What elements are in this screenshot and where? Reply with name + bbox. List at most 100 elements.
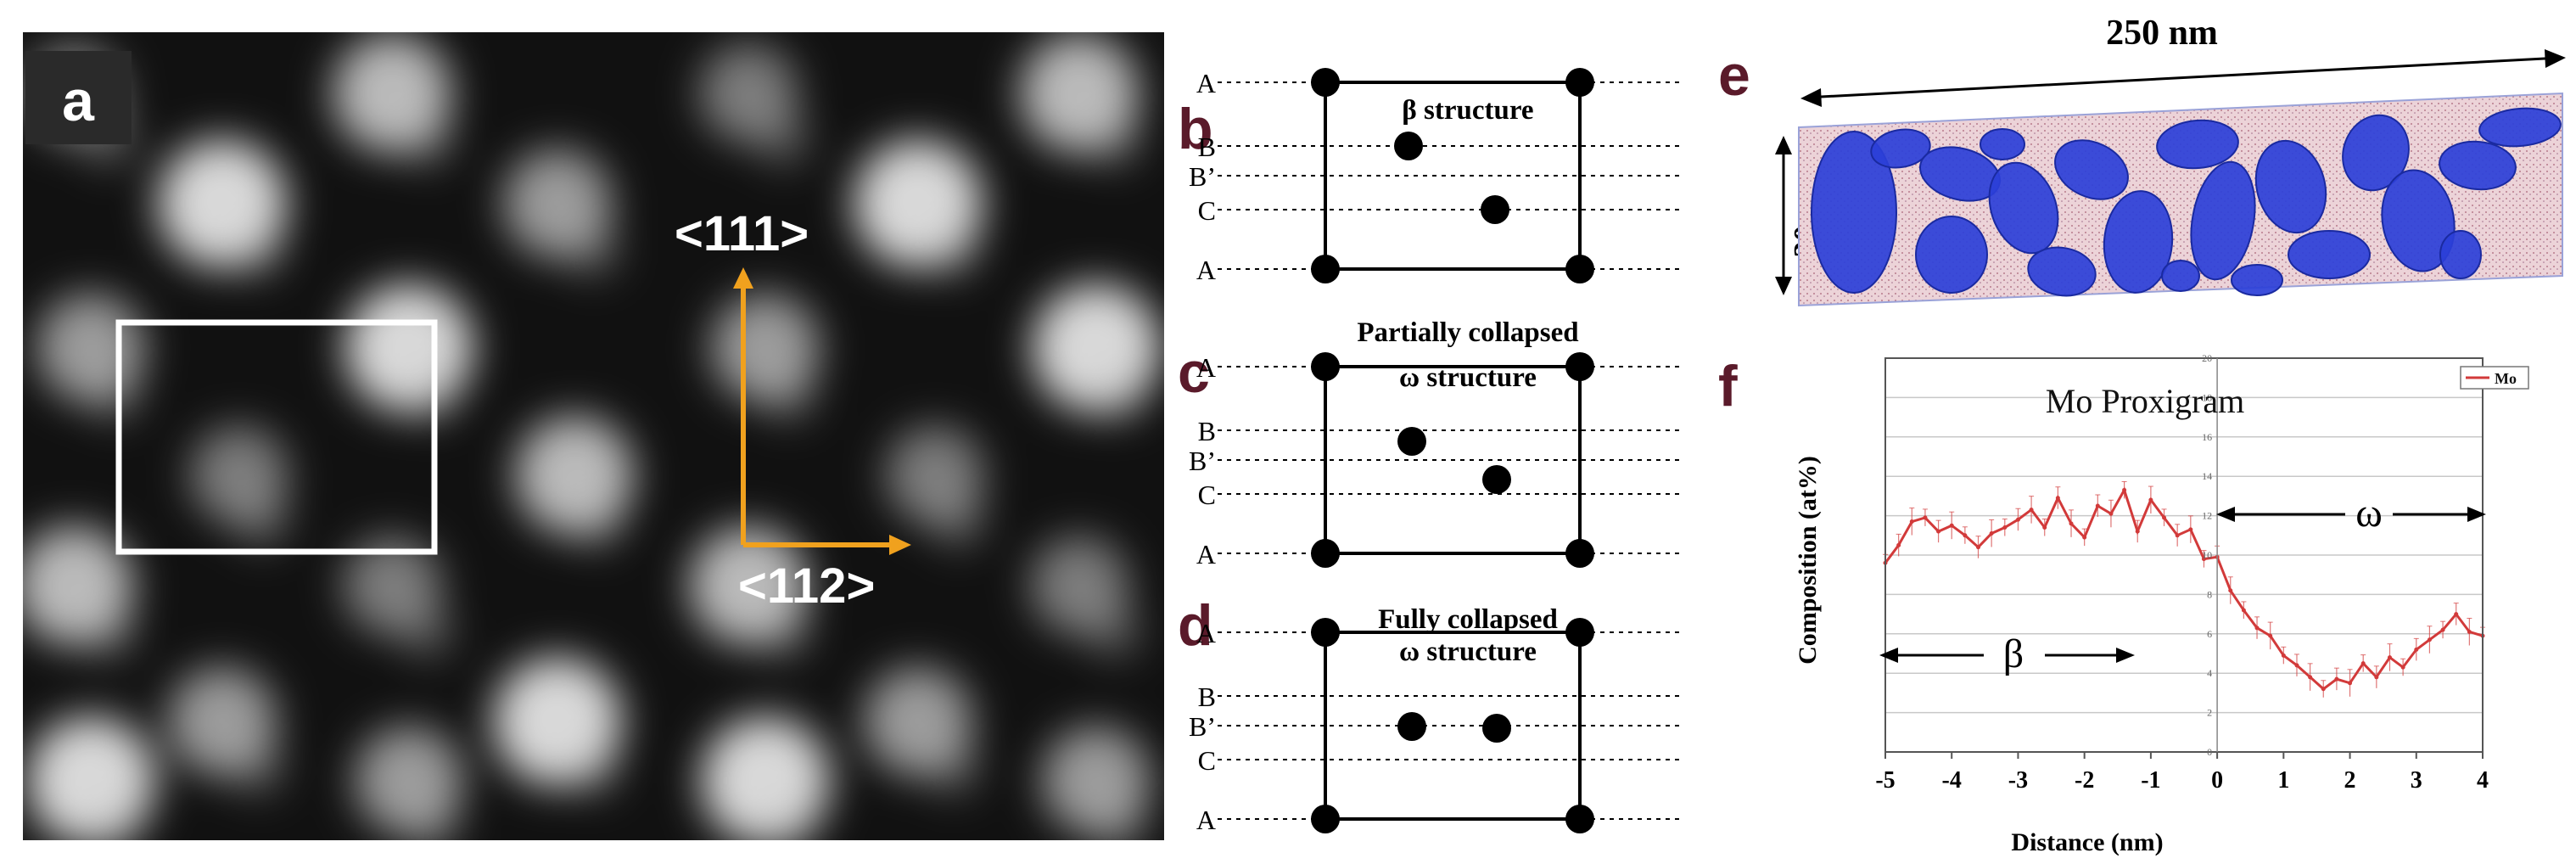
data-point — [2400, 665, 2405, 670]
data-point — [2241, 608, 2246, 613]
data-point — [1936, 529, 1941, 534]
width-scale-arrow — [1800, 49, 2566, 107]
panel-d-layer-diagram: ABB’CA — [1189, 618, 1684, 835]
data-point — [2268, 633, 2273, 638]
legend-series-name: Mo — [2495, 370, 2517, 387]
y-tick-label: 8 — [2207, 588, 2212, 600]
panel-c-partially-collapsed-omega: c Partially collapsed ω structure ABB’CA — [1178, 317, 1684, 569]
layer-label: A — [1196, 68, 1216, 98]
atomic-column-spot-minor — [757, 113, 811, 167]
omega-precipitates — [1811, 107, 2562, 297]
atomic-column-spot-minor — [762, 367, 816, 422]
interior-atom — [1482, 714, 1511, 743]
x-tick-label: -4 — [1942, 767, 1962, 794]
precipitate — [2439, 140, 2517, 191]
precipitate — [2439, 230, 2482, 279]
y-tick-label: 16 — [2202, 431, 2212, 443]
vertical-arrowhead-icon — [733, 267, 753, 289]
data-point — [2228, 588, 2233, 593]
data-point — [1923, 515, 1928, 520]
atomic-column-spot-minor — [1093, 800, 1147, 840]
x-tick-label: 3 — [2411, 767, 2422, 794]
layer-label: A — [1196, 352, 1216, 383]
unit-cell-frame — [1324, 81, 1582, 271]
panel-b-layer-diagram: ABB’CA — [1189, 68, 1684, 285]
panel-b-beta-structure: b β structure ABB’CA — [1178, 68, 1684, 285]
data-point — [2294, 663, 2299, 668]
precipitate — [2161, 260, 2200, 292]
y-tick-label: 0 — [2207, 746, 2212, 758]
data-point — [2308, 675, 2313, 680]
precipitate — [2381, 169, 2456, 272]
y-tick-label: 14 — [2202, 470, 2212, 482]
precipitate — [2478, 107, 2562, 148]
corner-atom — [1565, 805, 1594, 833]
y-tick-label: 6 — [2207, 628, 2212, 640]
precipitate — [1870, 128, 1931, 169]
y-tick-label: 12 — [2202, 510, 2212, 522]
beta-region-annotation: β — [1879, 631, 2135, 676]
corner-atom — [1311, 539, 1340, 568]
layer-label: A — [1196, 539, 1216, 569]
layer-label: C — [1198, 195, 1216, 226]
x-tick-label: 0 — [2211, 767, 2223, 794]
data-point — [2321, 687, 2326, 692]
corner-atom — [1311, 805, 1340, 833]
data-point — [2454, 612, 2459, 617]
x-tick-label: -3 — [2008, 767, 2028, 794]
corner-atom — [1311, 68, 1340, 97]
precipitate — [2103, 190, 2174, 294]
height-arrow-top-icon — [1775, 136, 1792, 154]
precipitate — [2231, 264, 2283, 296]
precipitate — [2190, 160, 2256, 281]
atomic-column-spot-minor — [1093, 367, 1147, 422]
panel-e-label: e — [1718, 43, 1750, 108]
data-point — [2162, 515, 2167, 520]
omega-region-annotation: ω — [2216, 491, 2486, 536]
panel-a-label-box — [25, 51, 132, 144]
series-line-mo — [1884, 486, 2484, 691]
panel-c-label: c — [1178, 340, 1210, 405]
panel-e-atom-probe-reconstruction: e 250 nm 30nm — [1718, 14, 2566, 307]
panel-f-label: f — [1718, 354, 1738, 418]
orientation-arrows — [733, 267, 911, 555]
atomic-column-spot-minor — [231, 223, 285, 278]
layer-label: A — [1196, 618, 1216, 648]
precipitate — [2156, 119, 2239, 170]
data-point — [2254, 626, 2260, 631]
data-point — [1949, 523, 1954, 528]
interior-atom — [1482, 465, 1511, 494]
data-point — [2281, 653, 2286, 658]
data-point — [2348, 681, 2353, 686]
panel-d-title-line1: Fully collapsed — [1378, 604, 1558, 635]
interior-atom — [1394, 132, 1423, 160]
chart-title: Mo Proxigram — [2046, 382, 2244, 420]
precipitate — [1915, 216, 1988, 294]
width-arrow-right-icon — [2545, 49, 2566, 68]
direction-label-111: <111> — [675, 206, 809, 261]
direction-label-112: <112> — [738, 558, 875, 614]
omega-arrow-right-icon — [2467, 507, 2486, 522]
data-point — [1896, 542, 1901, 547]
horizontal-arrowhead-icon — [889, 535, 911, 555]
atomic-column-spot-minor — [571, 495, 625, 549]
y-tick-label: 20 — [2202, 352, 2212, 364]
corner-atom — [1311, 618, 1340, 647]
atomic-column-spot-minor — [400, 605, 455, 659]
data-point — [1963, 533, 1968, 538]
corner-atom — [1565, 618, 1594, 647]
panel-c-title-line1: Partially collapsed — [1357, 317, 1578, 348]
precipitate — [2254, 139, 2327, 234]
atomic-column-spot-minor — [932, 495, 986, 549]
data-point — [2069, 521, 2074, 526]
data-point — [2108, 511, 2114, 516]
atomic-column-spot-minor — [566, 223, 620, 278]
layer-label: C — [1198, 745, 1216, 776]
x-tick-label: 4 — [2477, 767, 2489, 794]
panel-d-title-line2: ω structure — [1399, 637, 1537, 667]
unit-cell-frame — [1324, 631, 1582, 821]
layer-label: B — [1198, 416, 1216, 446]
layer-label: A — [1196, 255, 1216, 285]
